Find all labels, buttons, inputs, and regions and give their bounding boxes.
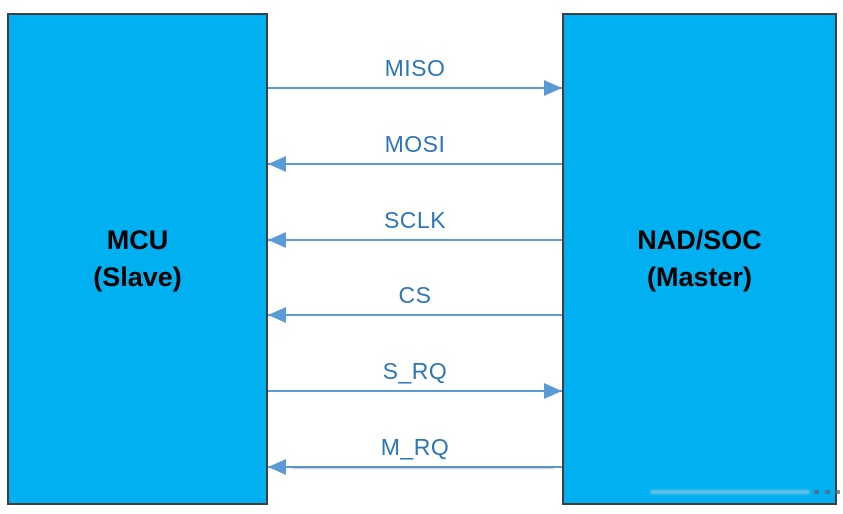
arrowhead-left-icon xyxy=(268,307,286,323)
signal-sclk: SCLK xyxy=(268,201,562,248)
arrowhead-right-icon xyxy=(544,383,562,399)
mcu-box-title: MCU xyxy=(106,225,169,255)
mcu-slave-box: MCU (Slave) xyxy=(7,13,268,505)
signal-m-rq: M_RQ xyxy=(268,428,562,475)
arrowhead-left-icon xyxy=(268,459,286,475)
signal-cs: CS xyxy=(268,276,562,323)
signal-label: S_RQ xyxy=(382,358,448,384)
signal-s-rq: S_RQ xyxy=(268,352,562,399)
nad-soc-box-subtitle: (Master) xyxy=(646,262,753,292)
signal-line xyxy=(268,239,562,241)
watermark-smudge xyxy=(292,467,554,469)
nad-soc-box-title: NAD/SOC xyxy=(637,225,762,255)
arrowhead-left-icon xyxy=(268,232,286,248)
nad-soc-master-box: NAD/SOC (Master) xyxy=(562,13,837,505)
signal-miso: MISO xyxy=(268,49,562,96)
watermark-dots xyxy=(814,490,840,495)
signal-label: M_RQ xyxy=(380,434,450,460)
arrowhead-left-icon xyxy=(268,156,286,172)
signal-label: MISO xyxy=(384,55,446,81)
signal-line xyxy=(268,314,562,316)
signal-line xyxy=(268,87,562,89)
mcu-box-subtitle: (Slave) xyxy=(93,262,182,292)
watermark-smudge xyxy=(650,490,810,494)
signal-line xyxy=(268,163,562,165)
signal-label: SCLK xyxy=(383,207,447,233)
signal-mosi: MOSI xyxy=(268,125,562,172)
signal-label: MOSI xyxy=(384,131,446,157)
signal-line xyxy=(268,390,562,392)
arrowhead-right-icon xyxy=(544,80,562,96)
signal-label: CS xyxy=(398,282,432,308)
signal-line xyxy=(268,466,562,468)
